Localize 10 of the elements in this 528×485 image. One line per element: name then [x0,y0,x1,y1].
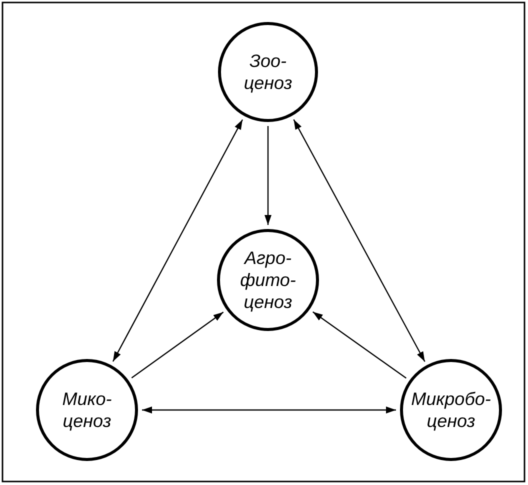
arrow [293,119,426,362]
arrow [112,119,244,362]
node-label: Зоо- ценоз [244,50,292,94]
node-label: Агро- фито- ценоз [240,247,296,313]
arrow [312,311,406,379]
arrow [131,312,224,378]
arrow [142,406,396,414]
node-label: Микробо- ценоз [411,388,491,432]
node-label: Мико- ценоз [62,388,112,432]
arrow [264,126,272,225]
